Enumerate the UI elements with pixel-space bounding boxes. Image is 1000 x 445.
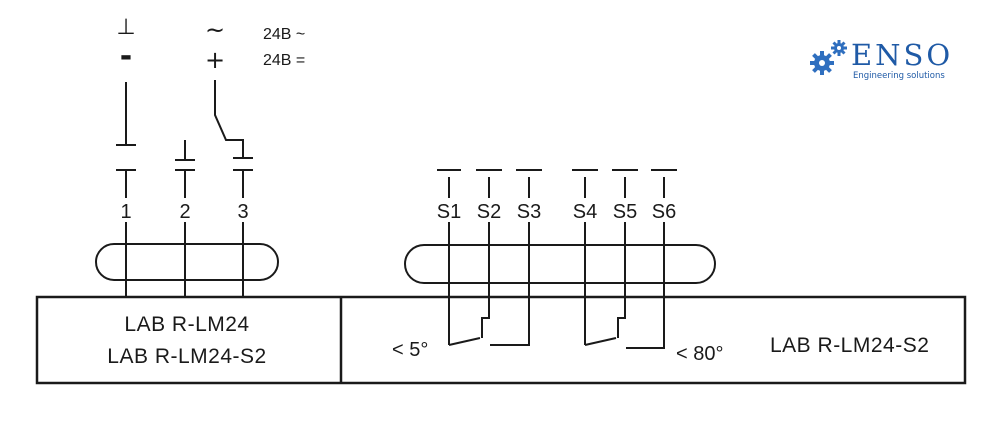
switch-label-s6: S6 [652, 201, 676, 223]
right-model-label: LAB R-LM24-S2 [770, 334, 929, 357]
wire-3-switch [214, 80, 244, 158]
left-cable-gland [95, 243, 279, 281]
gears-icon [810, 40, 847, 75]
logo-name: ENSO [851, 38, 953, 72]
terminal-label-3: 3 [237, 201, 248, 223]
s2-wire [481, 222, 490, 338]
switch-label-s3: S3 [517, 201, 541, 223]
s5-wire [617, 222, 626, 338]
plus-symbol: + [205, 46, 225, 74]
switch1-contact [448, 337, 481, 346]
enso-logo: ENSO Engineering solutions [810, 38, 953, 81]
left-model-line2: LAB R-LM24-S2 [107, 345, 266, 368]
logo-tagline: Engineering solutions [853, 71, 945, 81]
left-model-line1: LAB R-LM24 [124, 313, 249, 336]
switch-label-s2: S2 [477, 201, 501, 223]
right-cable-gland [404, 244, 716, 284]
switch-label-s5: S5 [613, 201, 637, 223]
s6-wire [626, 222, 665, 349]
dc-voltage-label: 24B = [263, 52, 305, 69]
tilde-symbol: ~ [205, 16, 225, 44]
actuator-housing [35, 295, 967, 385]
top-symbol-left: ⊥ [116, 15, 135, 40]
switch-label-s1: S1 [437, 201, 461, 223]
s3-wire [490, 222, 530, 346]
angle-low-label: < 5° [392, 339, 428, 361]
minus-symbol: - [120, 39, 132, 74]
diagram-lines [35, 80, 967, 385]
angle-high-label: < 80° [676, 343, 723, 365]
ac-voltage-label: 24B ~ [263, 26, 305, 43]
terminal-label-2: 2 [179, 201, 190, 223]
terminal-label-1: 1 [120, 201, 131, 223]
switch-label-s4: S4 [573, 201, 597, 223]
switch2-contact [584, 337, 617, 346]
